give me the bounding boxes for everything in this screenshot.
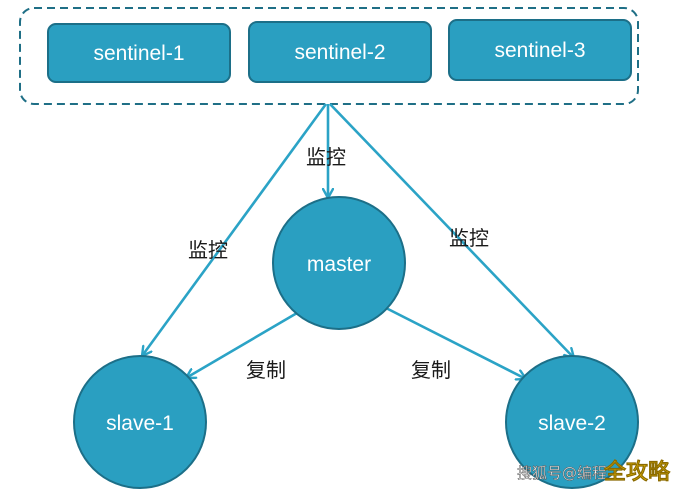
slave-1-node: slave-1 (73, 355, 207, 489)
master-node: master (272, 196, 406, 330)
sentinel-box-3: sentinel-3 (448, 19, 632, 81)
slave-2-node: slave-2 (505, 355, 639, 489)
watermark-prefix: 搜狐号@编程 (517, 464, 607, 482)
slave-2-label: slave-2 (538, 412, 606, 435)
monitor-arrow-slave-1 (142, 103, 328, 356)
slave-1-label: slave-1 (106, 412, 174, 435)
monitor-label-center: 监控 (306, 145, 346, 169)
monitor-label-left: 监控 (188, 238, 228, 262)
replicate-label-left: 复制 (246, 358, 286, 382)
replicate-arrow-slave-2 (385, 306, 526, 379)
sentinel-2-label: sentinel-2 (294, 41, 385, 64)
sentinel-3-label: sentinel-3 (494, 39, 585, 62)
sentinel-box-2: sentinel-2 (248, 21, 432, 83)
monitor-label-right: 监控 (449, 226, 489, 250)
sentinel-box-1: sentinel-1 (47, 23, 231, 83)
watermark-highlight: 全攻略 (603, 459, 671, 485)
sentinel-1-label: sentinel-1 (93, 42, 184, 65)
master-label: master (307, 253, 371, 276)
monitor-arrow-slave-2 (329, 103, 574, 358)
replicate-arrow-slave-1 (186, 311, 298, 378)
watermark: 搜狐号@编程 全攻略 (517, 459, 671, 485)
replicate-label-right: 复制 (411, 358, 451, 382)
